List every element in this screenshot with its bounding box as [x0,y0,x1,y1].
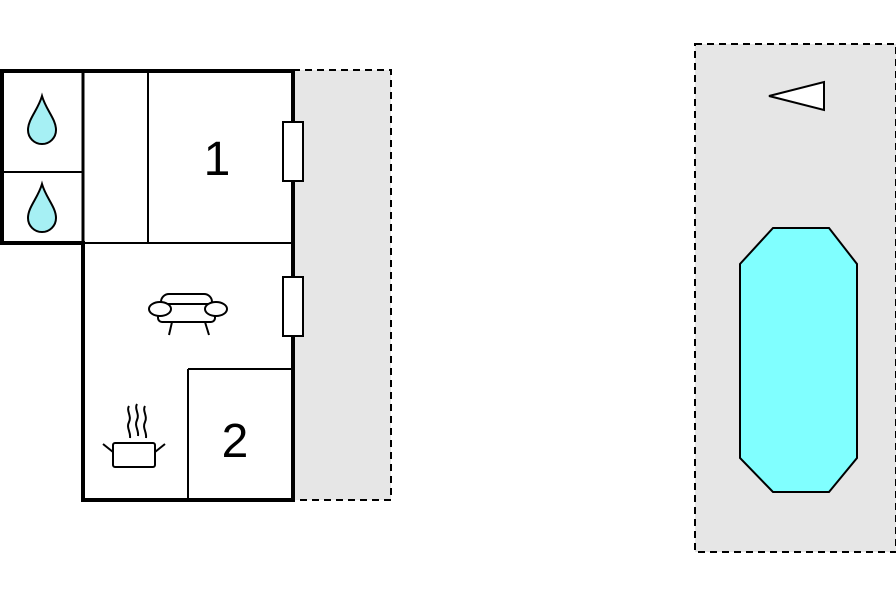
house-walls [0,69,295,502]
window [282,121,304,182]
room-label-1: 1 [204,133,231,186]
terrace-area [292,69,392,501]
window [282,276,304,337]
cooking-pot-icon [102,403,166,468]
room-label-2: 2 [222,415,249,468]
swimming-pool [739,227,858,493]
sofa-icon [148,293,228,336]
water-drop-icon [26,180,58,233]
north-arrow-icon [768,80,825,112]
water-drop-icon [26,92,58,145]
